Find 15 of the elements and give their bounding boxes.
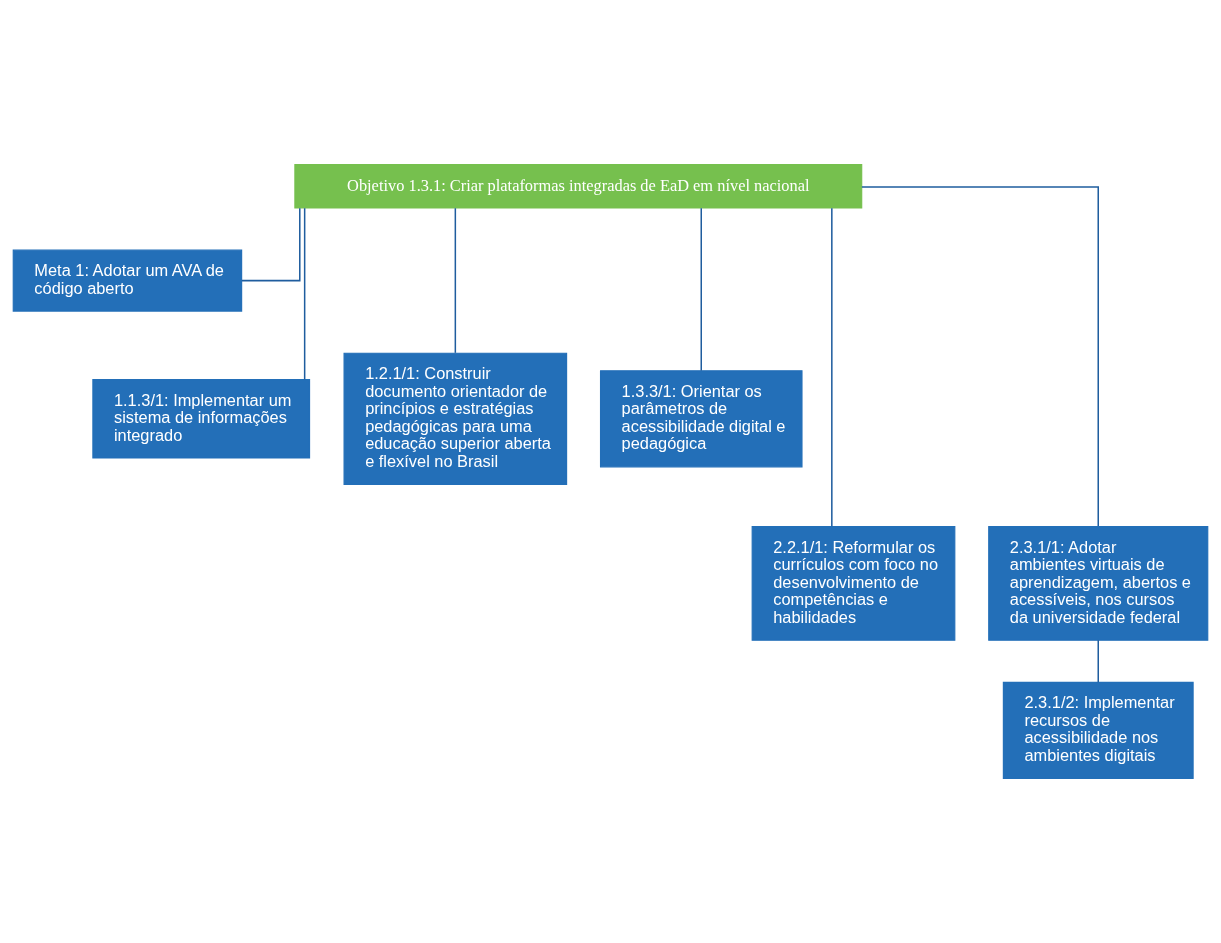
- connector: [454, 207, 457, 354]
- connector: [831, 207, 833, 528]
- connector: [241, 207, 301, 282]
- connector: [861, 186, 1099, 527]
- node-box: 1.3.3/1: Orientar os parâmetros de acessibilidade digital e pedagógica: [599, 370, 803, 468]
- node-box: 2.3.1/2: Implementar recursos de acessibilidade nos ambientes digitais: [1002, 681, 1194, 779]
- connector: [303, 207, 306, 381]
- node-box: 2.2.1/1: Reformular os currículos com foco no desenvolvimento de competências e habilidades: [751, 525, 956, 641]
- node-box: Meta 1: Adotar um AVA de código aberto: [12, 249, 243, 312]
- connector: [700, 207, 702, 372]
- node-box: Objetivo 1.3.1: Criar plataformas integradas de EaD em nível nacional: [294, 164, 863, 209]
- node-box: 1.2.1/1: Construir documento orientador de princípios e estratégias pedagógicas para uma educação superior aberta e flexível no Brasil: [343, 352, 568, 485]
- node-box: 2.3.1/1: Adotar ambientes virtuais de aprendizagem, abertos e acessíveis, nos cursos da universidade federal: [988, 525, 1209, 641]
- connector: [1097, 639, 1099, 683]
- node-box: 1.1.3/1: Implementar um sistema de informações integrado: [92, 379, 311, 459]
